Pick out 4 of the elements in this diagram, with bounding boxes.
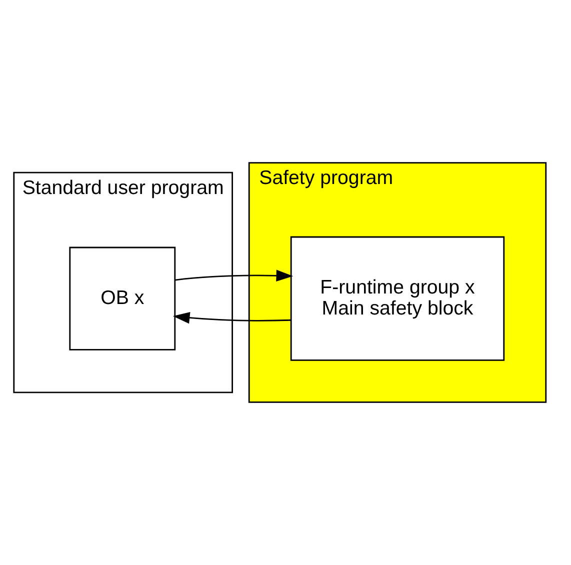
arrow xyxy=(172,312,291,324)
node-box: F-runtime group x Main safety block xyxy=(290,236,505,361)
arrow xyxy=(174,270,294,282)
node-box: OB x xyxy=(69,246,176,350)
